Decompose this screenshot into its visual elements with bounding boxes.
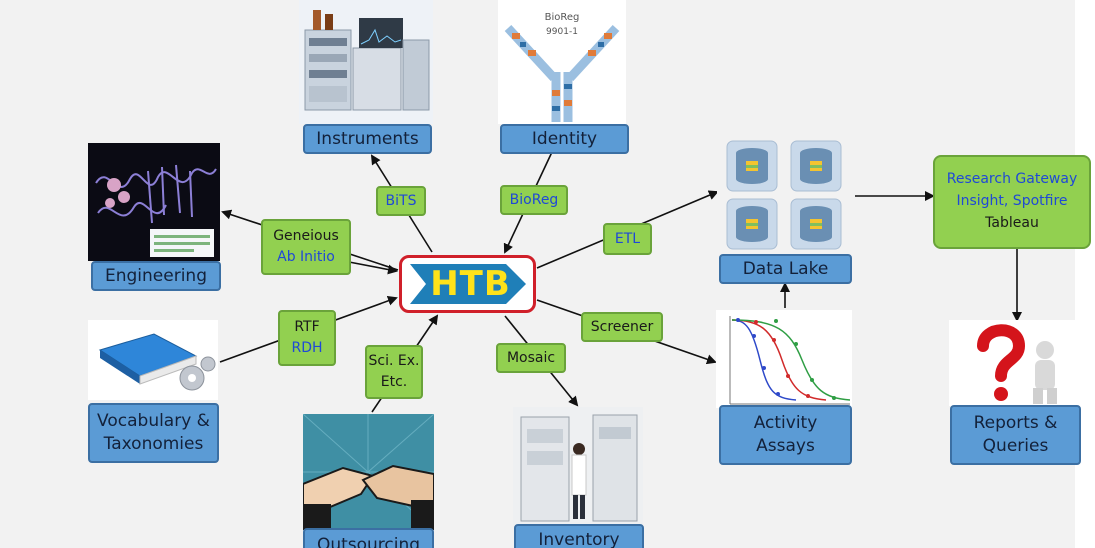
reports-label-line-1: Reports & (973, 413, 1058, 434)
instruments-image (299, 0, 433, 124)
connector-screener: Screener (581, 312, 663, 342)
connector-rtf-rdh: RTF RDH (278, 310, 336, 366)
identity-label: Identity (531, 128, 598, 149)
engineering-label: Engineering (105, 265, 207, 286)
identity-image: BioReg 9901-1 (498, 0, 626, 124)
vocabulary-label-line-1: Vocabulary & (97, 411, 210, 432)
connector-mosaic: Mosaic (496, 343, 566, 373)
identity-node: Identity (500, 124, 629, 154)
gateway-line-2-text: Insight, Spotfire (956, 193, 1068, 210)
connector-etl-label: ETL (614, 230, 641, 247)
arrow-engineering-to-htb (348, 261, 398, 275)
reports-image (949, 320, 1081, 406)
instruments-node: Instruments (303, 124, 432, 154)
outsourcing-label: Outsourcing (316, 535, 421, 548)
vocabulary-label-line-2: Taxonomies (103, 434, 204, 454)
connector-etl: ETL (603, 223, 652, 255)
inventory-image (513, 407, 643, 525)
data-lake-node: Data Lake (719, 254, 852, 284)
connector-bioreg: BioReg (500, 185, 568, 215)
connector-sci-ex: Sci. Ex. Etc. (365, 345, 423, 399)
gateway-line-2: Insight, Spotfire (956, 191, 1067, 213)
activity-assays-image (716, 310, 852, 408)
instruments-label: Instruments (316, 128, 419, 149)
connector-mosaic-label: Mosaic (506, 349, 556, 366)
htb-hub: HTB (399, 255, 536, 313)
connector-etc-label: Etc. (380, 374, 408, 390)
htb-label: HTB (430, 264, 511, 304)
outsourcing-image (303, 414, 434, 530)
connector-rtf-label: RTF (294, 319, 320, 335)
reports-node: Reports & Queries (950, 405, 1081, 465)
gateway-line-1: Research Gateway (946, 171, 1078, 188)
research-gateway-box: Research Gateway Insight, Spotfire Table… (933, 155, 1091, 249)
reports-label-line-2: Queries (982, 436, 1049, 456)
connector-geneious-label: Geneious (273, 228, 339, 244)
identity-image-text-2: 9901-1 (546, 27, 578, 37)
activity-label-line-2: Assays (756, 436, 815, 456)
connector-rdh-label: RDH (291, 340, 323, 356)
engineering-image (88, 143, 220, 261)
connector-abinitio-label: Ab Initio (277, 249, 335, 265)
connector-bits: BiTS (376, 186, 426, 216)
vocabulary-image (88, 320, 218, 400)
htb-chevron-icon (410, 264, 526, 304)
data-lake-image (717, 135, 851, 255)
activity-assays-node: Activity Assays (719, 405, 852, 465)
data-lake-label: Data Lake (742, 258, 829, 279)
engineering-node: Engineering (91, 261, 221, 291)
activity-label-line-1: Activity (753, 413, 818, 434)
connector-bioreg-label: BioReg (509, 191, 559, 208)
connector-bits-label: BiTS (385, 192, 417, 209)
connector-screener-label: Screener (590, 318, 654, 335)
inventory-node: Inventory (514, 524, 644, 548)
inventory-label: Inventory (538, 530, 620, 548)
vocabulary-node: Vocabulary & Taxonomies (88, 403, 219, 463)
connector-geneious: Geneious Ab Initio (261, 219, 351, 275)
identity-image-text-1: BioReg (545, 12, 580, 23)
outsourcing-node: Outsourcing (303, 528, 434, 548)
connector-sciex-label: Sci. Ex. (368, 353, 420, 369)
gateway-line-3: Tableau (985, 214, 1039, 231)
